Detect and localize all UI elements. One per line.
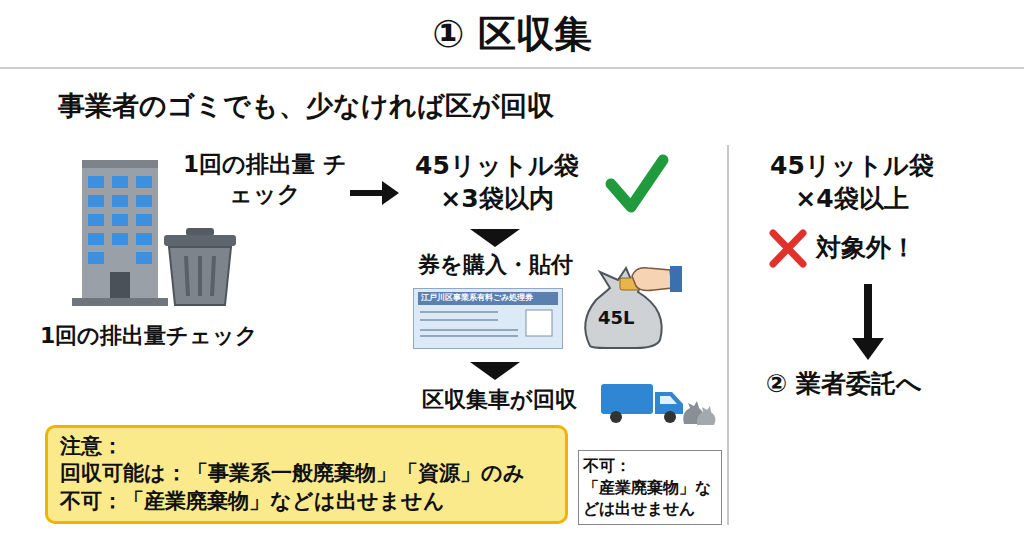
building-window [136, 214, 152, 226]
node-text: 注意： [60, 433, 553, 460]
ticket-line [420, 329, 518, 331]
step-text: 45リットル袋 ×3袋以内 [398, 150, 596, 215]
trash-body [169, 247, 231, 305]
flow-arrowhead [852, 338, 884, 360]
garbage-bag: 45L [576, 262, 682, 348]
node-text: 江戸川区事業系有料ごみ処理券 [418, 292, 558, 305]
ticket-line [420, 319, 498, 321]
check-mark [611, 160, 663, 207]
sleeve [670, 266, 682, 292]
ticket-card: 江戸川区事業系有料ごみ処理券 [413, 288, 563, 349]
page-title: ① 区収集 [0, 10, 1024, 59]
node-text: 「産業廃棄物」な どは出せません [583, 477, 717, 520]
step-text: 券を購入・貼付 [405, 251, 585, 280]
trash-stripe [212, 256, 214, 296]
note-box: 注意：回収可能は：「事業系一般廃棄物」「資源」のみ不可：「産業廃棄物」などは出せ… [45, 425, 568, 524]
cross-mark [773, 233, 803, 264]
trash-stripe [186, 256, 188, 296]
trash-handle [186, 228, 214, 236]
building-door [110, 272, 130, 300]
trash-stripe [198, 256, 202, 296]
title-rule [0, 67, 1024, 69]
node-text: 回収可能は：「事業系一般廃棄物」「資源」のみ [60, 460, 553, 487]
condition-text: 45リットル袋 ×4袋以上 [752, 150, 952, 215]
ticket-line [420, 311, 498, 313]
trash-can-icon [164, 228, 236, 305]
shape-outline [576, 262, 682, 348]
down-arrowhead [470, 229, 520, 247]
building-window [112, 233, 128, 245]
step-text: 区収集車が回収 [405, 386, 593, 415]
ticket-stamp-box [526, 310, 552, 336]
trash-lid [164, 235, 236, 246]
building-window [136, 233, 152, 245]
flow-arrow [864, 284, 872, 342]
building-window [136, 252, 152, 264]
building-window [112, 214, 128, 226]
cross-mark [773, 233, 803, 264]
building-base [72, 298, 168, 306]
building-window [88, 252, 104, 264]
building-window [112, 176, 128, 188]
truck-icon [601, 384, 715, 425]
ticket-details [418, 308, 558, 344]
ticket-line [420, 335, 518, 337]
building-body [82, 160, 158, 300]
building-icon [72, 160, 168, 306]
truck-body [601, 384, 653, 414]
truck-wheel [610, 411, 622, 423]
building-window [88, 233, 104, 245]
node-text: 不可：「産業廃棄物」などは出せません [60, 488, 553, 515]
building-window [136, 195, 152, 207]
icon-caption: 1回の排出量チェック [40, 322, 258, 351]
building-windows [88, 176, 152, 264]
subtitle: 事業者のゴミでも、少なければ区が回収 [58, 88, 554, 123]
building-roof [82, 160, 158, 168]
step-text: 1回の排出量 チェック [182, 150, 348, 210]
divider-line [727, 145, 729, 525]
building-window [88, 195, 104, 207]
note-box: 不可：「産業廃棄物」な どは出せません [578, 450, 722, 525]
truck-window [660, 396, 677, 404]
node-text: 45L [598, 306, 682, 330]
flow-arrow [350, 190, 386, 196]
flow-arrowhead [382, 181, 399, 205]
down-arrowhead [470, 362, 520, 380]
building-window [112, 195, 128, 207]
building-window [88, 176, 104, 188]
truck-cab [655, 392, 683, 414]
node-text: 不可： [583, 455, 717, 477]
hand [632, 268, 672, 291]
building-window [136, 176, 152, 188]
step-text: ② 業者委託へ [766, 368, 922, 401]
truck-wheel [664, 411, 676, 423]
result-text: 対象外！ [816, 232, 916, 265]
small-bag [697, 406, 716, 425]
building-window [88, 214, 104, 226]
